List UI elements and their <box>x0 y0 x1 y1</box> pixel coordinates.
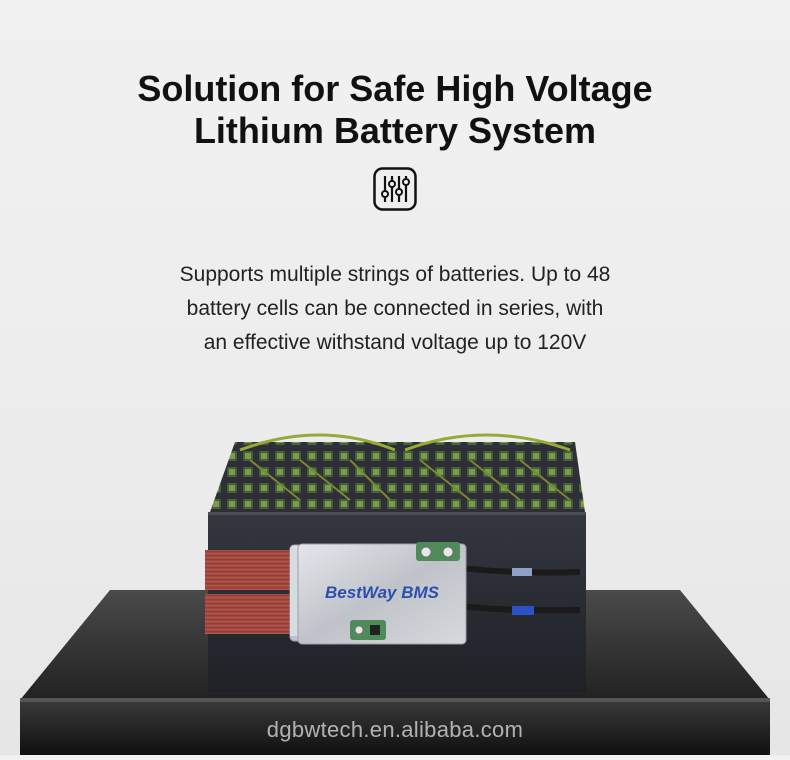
page-title: Solution for Safe High Voltage Lithium B… <box>0 68 790 152</box>
description-line-2: battery cells can be connected in series… <box>186 297 604 320</box>
product-image: BestWay BMS <box>0 420 790 755</box>
watermark: dgbwtech.en.alibaba.com <box>266 717 524 742</box>
sliders-icon <box>373 167 417 211</box>
title-line-1: Solution for Safe High Voltage <box>137 68 653 109</box>
description: Supports multiple strings of batteries. … <box>95 258 695 360</box>
title-line-2: Lithium Battery System <box>193 110 597 151</box>
description-line-1: Supports multiple strings of batteries. … <box>179 263 611 286</box>
battery-illustration: BestWay BMS <box>20 433 770 755</box>
bms-brand-label: BestWay BMS <box>325 583 440 602</box>
description-line-3: an effective withstand voltage up to 120… <box>203 331 587 354</box>
